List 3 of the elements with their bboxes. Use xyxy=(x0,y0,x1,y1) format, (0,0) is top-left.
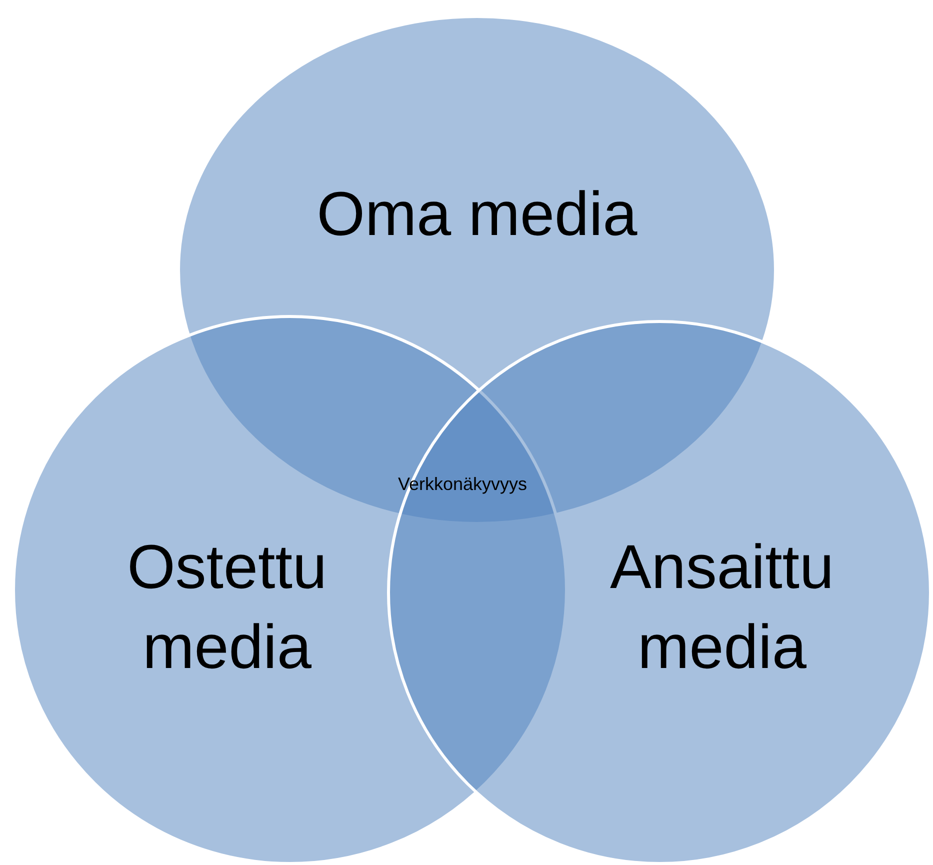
circle-label: Oma media xyxy=(316,179,638,251)
circle-label: Ostettu media xyxy=(126,532,328,684)
circle-label: Ansaittu media xyxy=(608,532,836,684)
